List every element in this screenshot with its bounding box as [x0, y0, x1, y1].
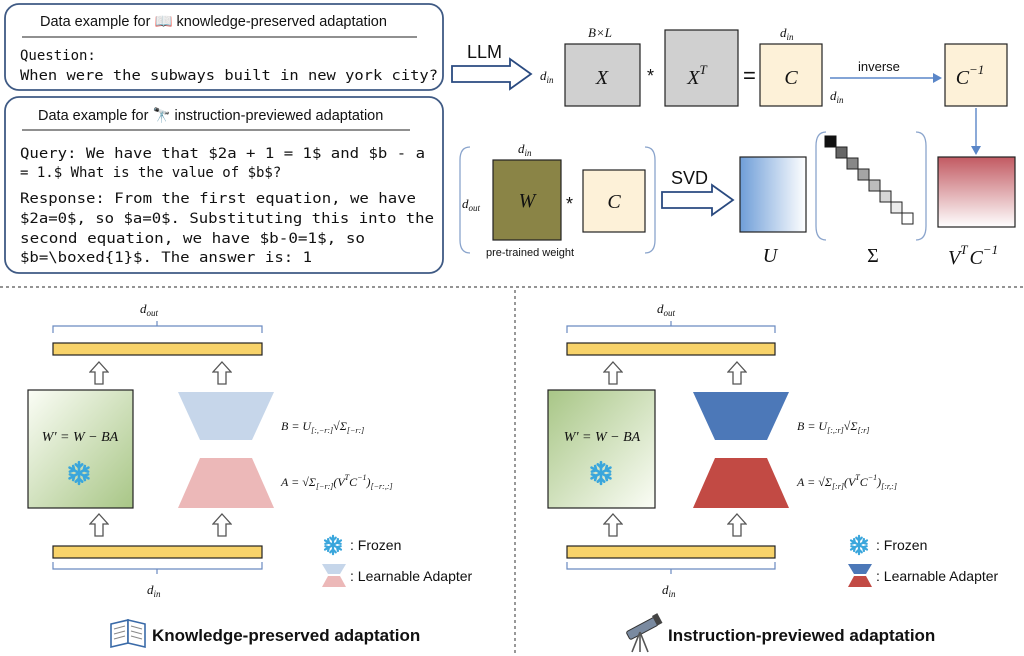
equals-sign: =: [743, 63, 756, 88]
right-input-bar: [566, 545, 776, 559]
right-output-bar: [566, 342, 776, 356]
knowledge-example-question-label: Question:: [20, 48, 96, 64]
matrix-xt-label: XT: [686, 62, 707, 89]
right-caption: Instruction-previewed adaptation: [668, 626, 935, 645]
left-legend-adapter: : Learnable Adapter: [350, 568, 473, 584]
instruction-example-line: $2a=0$, so $a=0$. Substituting this into…: [20, 211, 434, 227]
instruction-example-line: Response: From the first equation, we ha…: [20, 191, 416, 207]
left-dout-label: dout: [140, 301, 159, 318]
left-arrow-up: [89, 361, 109, 385]
right-arrow-up: [727, 513, 747, 537]
book-icon: [110, 618, 146, 649]
snowflake-icon: [323, 534, 343, 556]
right-arrow-up: [603, 361, 623, 385]
multiply-sign: *: [566, 194, 573, 214]
svd-label: SVD: [671, 168, 708, 188]
left-legend-adapter-a: [322, 576, 346, 587]
matrix-c-inverse: C−1: [944, 43, 1008, 107]
right-legend-adapter-a: [848, 576, 872, 587]
instruction-example-box: Data example for 🔭 instruction-previewed…: [4, 96, 444, 274]
left-input-bar: [52, 545, 263, 559]
matrix-c-second: [582, 169, 646, 233]
matrix-w: [492, 159, 562, 241]
left-adapter-a: [178, 458, 274, 508]
inverse-arrow: inverse: [830, 59, 942, 83]
left-arrow-up: [89, 513, 109, 537]
left-legend-adapter-b: [322, 564, 346, 574]
telescope-icon: [626, 613, 663, 653]
right-legend-adapter-b: [848, 564, 872, 574]
instruction-example-title: Data example for 🔭 instruction-previewed…: [38, 106, 383, 124]
w-rows-dim: dout: [462, 196, 481, 213]
matrix-u: U: [739, 156, 807, 267]
svd-arrow: SVD: [661, 168, 735, 217]
instruction-panel: dout W′ = W − BA B = U[:,:r]√Σ[:r] A = √…: [547, 301, 999, 653]
right-weight-label: W′ = W − BA: [564, 430, 641, 445]
left-arrow-up: [212, 513, 232, 537]
right-adapter-a: [693, 458, 789, 508]
matrix-sigma: Σ: [815, 131, 927, 267]
llm-arrow: LLM: [451, 42, 533, 91]
x-rows-dim: din: [540, 68, 554, 85]
instruction-example-line: Query: We have that $2a + 1 = 1$ and $b …: [20, 146, 425, 162]
right-adapter-b: [693, 392, 789, 440]
left-output-bar: [52, 342, 263, 356]
knowledge-example-box: Data example for 📖 knowledge-preserved a…: [4, 3, 444, 91]
left-legend-frozen: : Frozen: [350, 537, 401, 553]
c-cols-dim: din: [780, 25, 794, 42]
knowledge-example-title: Data example for 📖 knowledge-preserved a…: [40, 14, 387, 30]
left-caption: Knowledge-preserved adaptation: [152, 626, 420, 645]
right-legend-adapter: : Learnable Adapter: [876, 568, 999, 584]
down-arrow: [971, 108, 981, 155]
matrix-c: C: [759, 43, 823, 107]
x-cols-dim: B×L: [588, 25, 612, 40]
w-cols-dim: din: [518, 141, 532, 158]
left-frozen-weight: [27, 389, 134, 509]
right-dout-label: dout: [657, 301, 676, 318]
knowledge-panel: dout W′ = W − BA B = U[:,−r:]√Σ[−r:] A =…: [27, 301, 473, 649]
instruction-example-line: $b=\boxed{1}$. The answer is: 1: [20, 250, 312, 266]
weight-product-group: din dout W * C pre-trained weight: [459, 141, 656, 259]
instruction-example-line: = 1.$ What is the value of $b$?: [20, 165, 281, 181]
right-a-equation: A = √Σ[:r](VTC−1)[:r,:]: [796, 473, 897, 491]
right-arrow-up: [727, 361, 747, 385]
left-adapter-b: [178, 392, 274, 440]
matrix-c-second-label: C: [607, 191, 621, 213]
c-rows-dim: din: [830, 88, 844, 105]
matrix-w-label: W: [519, 190, 538, 212]
matrix-c-inverse-label: C−1: [956, 62, 985, 89]
snowflake-icon: [849, 534, 869, 556]
left-b-equation: B = U[:,−r:]√Σ[−r:]: [281, 419, 364, 435]
right-din-label: din: [662, 582, 676, 599]
left-din-label: din: [147, 582, 161, 599]
llm-label: LLM: [467, 42, 502, 62]
left-arrow-up: [212, 361, 232, 385]
matrix-u-label: U: [763, 245, 779, 267]
right-b-equation: B = U[:,:r]√Σ[:r]: [797, 419, 870, 435]
left-a-equation: A = √Σ[−r:](VTC−1)[−r:,:]: [280, 473, 393, 491]
multiply-sign: *: [647, 66, 654, 86]
right-frozen-weight: [547, 389, 656, 509]
matrix-xt: XT: [664, 29, 739, 107]
knowledge-example-question: When were the subways built in new york …: [20, 68, 438, 84]
matrix-c-label: C: [784, 67, 798, 89]
right-legend-frozen: : Frozen: [876, 537, 927, 553]
right-arrow-up: [603, 513, 623, 537]
pretrained-weight-label: pre-trained weight: [486, 247, 574, 259]
inverse-label: inverse: [858, 59, 900, 74]
instruction-example-line: second equation, we have $b-0=1$, so: [20, 231, 365, 247]
left-weight-label: W′ = W − BA: [42, 430, 119, 445]
matrix-x: X: [564, 43, 641, 107]
matrix-sigma-label: Σ: [867, 245, 879, 267]
matrix-x-label: X: [595, 67, 609, 89]
